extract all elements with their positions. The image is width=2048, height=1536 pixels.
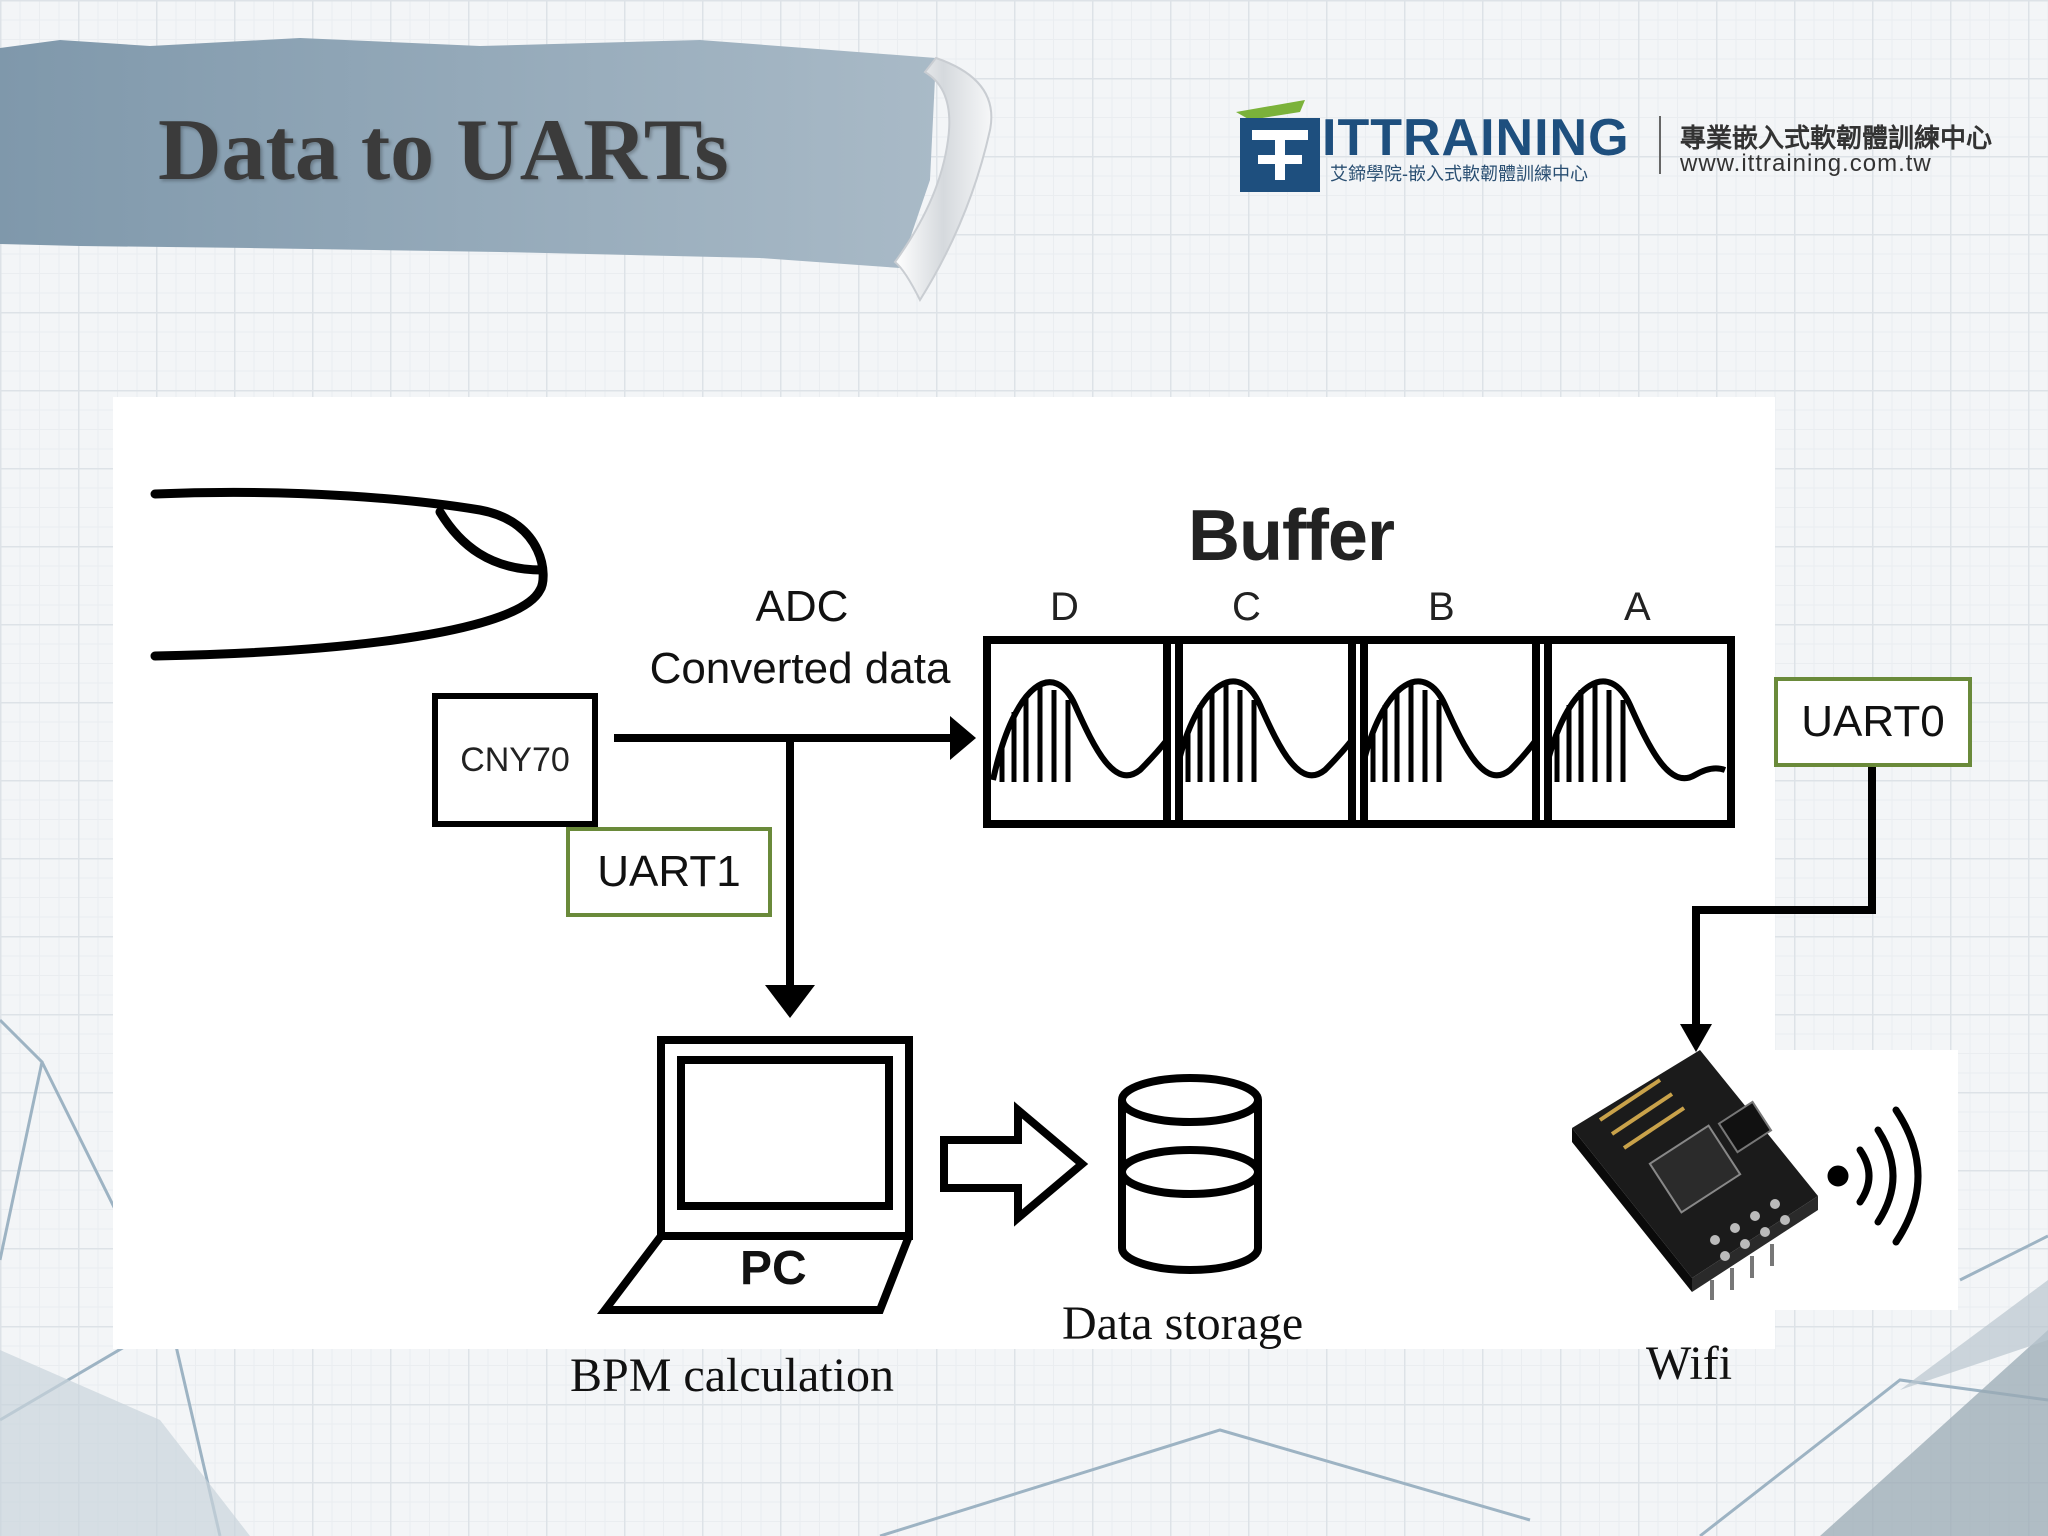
laptop-icon <box>596 1036 913 1314</box>
logo-brand: ITTRAINING <box>1322 109 1630 167</box>
logo-url: www.ittraining.com.tw <box>1680 150 1932 177</box>
logo-mark-icon <box>1236 100 1320 192</box>
data-storage-label: Data storage <box>1062 1297 1304 1350</box>
esp-module-icon <box>1572 1050 1818 1300</box>
buffer-title: Buffer <box>1188 496 1395 576</box>
logo-subtitle: 艾鍗學院-嵌入式軟韌體訓練中心 <box>1330 164 1588 184</box>
arrow-head-down <box>765 985 815 1018</box>
buffer-slot-a: A <box>1624 585 1651 629</box>
adc-arrow <box>614 734 960 995</box>
arrow-head-down-wifi <box>1680 1024 1712 1052</box>
cny70-sensor: CNY70 <box>432 693 598 827</box>
buffer-slot-b: B <box>1428 585 1455 629</box>
buffer-box <box>983 636 1735 828</box>
buffer-waveforms <box>990 678 1727 782</box>
corner-fill-left <box>0 1350 250 1536</box>
arrow-head-right <box>950 716 976 760</box>
slide-title: Data to UARTs <box>158 102 729 199</box>
corner-fill-right <box>1820 1330 2048 1536</box>
bpm-calculation-label: BPM calculation <box>570 1349 894 1402</box>
wifi-signal-icon <box>1827 1106 1922 1246</box>
logo-chinese-name: 專業嵌入式軟韌體訓練中心 <box>1680 123 1993 153</box>
buffer-slot-d: D <box>1050 585 1079 629</box>
buffer-sample-bars <box>999 685 1626 782</box>
adc-label: ADC <box>755 582 849 631</box>
wifi-label: Wifi <box>1646 1337 1733 1390</box>
uart1-badge: UART1 <box>566 827 772 917</box>
converted-data-label: Converted data <box>649 644 951 693</box>
cny70-label: CNY70 <box>460 740 570 779</box>
hollow-arrow-icon <box>940 1101 1089 1227</box>
title-band <box>0 38 936 268</box>
corner-fill-right2 <box>1900 1280 2048 1390</box>
pc-label: PC <box>740 1242 807 1295</box>
uart0-badge: UART0 <box>1774 677 1972 767</box>
title-band-curl <box>893 56 993 303</box>
buffer-slot-c: C <box>1232 585 1261 629</box>
uart0-arrow <box>1692 764 1876 1030</box>
finger-icon <box>150 487 548 661</box>
database-icon <box>1118 1074 1262 1274</box>
